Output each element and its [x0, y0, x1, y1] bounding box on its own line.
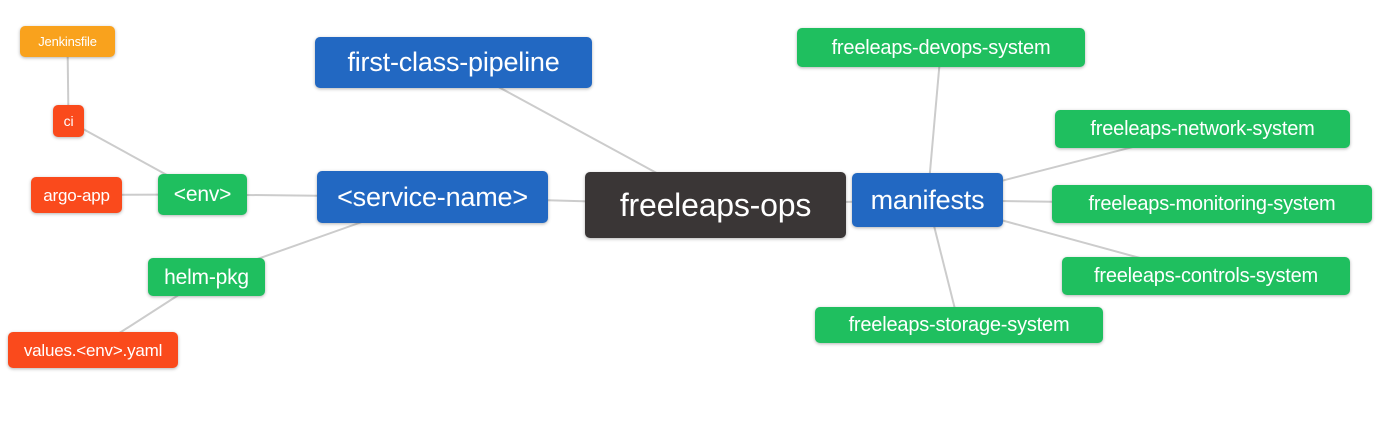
node-first-class-pipeline[interactable]: first-class-pipeline: [315, 37, 592, 88]
node-service-name[interactable]: <service-name>: [317, 171, 548, 223]
node-jenkinsfile[interactable]: Jenkinsfile: [20, 26, 115, 57]
node-env[interactable]: <env>: [158, 174, 247, 215]
node-freeleaps-monitoring-system[interactable]: freeleaps-monitoring-system: [1052, 185, 1372, 223]
node-freeleaps-network-system[interactable]: freeleaps-network-system: [1055, 110, 1350, 148]
node-freeleaps-storage-system[interactable]: freeleaps-storage-system: [815, 307, 1103, 343]
node-freeleaps-ops[interactable]: freeleaps-ops: [585, 172, 846, 238]
node-helm-pkg[interactable]: helm-pkg: [148, 258, 265, 296]
node-freeleaps-devops-system[interactable]: freeleaps-devops-system: [797, 28, 1085, 67]
node-freeleaps-controls-system[interactable]: freeleaps-controls-system: [1062, 257, 1350, 295]
node-ci[interactable]: ci: [53, 105, 84, 137]
node-argo-app[interactable]: argo-app: [31, 177, 122, 213]
node-manifests[interactable]: manifests: [852, 173, 1003, 227]
node-values-env-yaml[interactable]: values.<env>.yaml: [8, 332, 178, 368]
